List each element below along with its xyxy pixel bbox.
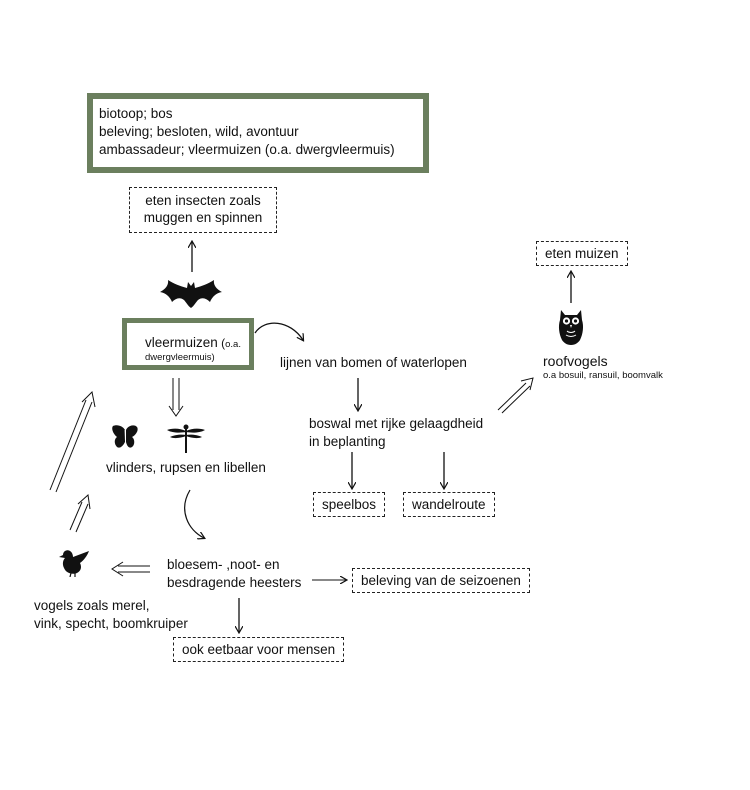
- boswal-line1: boswal met rijke gelaagdheid: [309, 416, 484, 431]
- bats-box-text: vleermuizen (o.a. dwergvleermuis): [145, 334, 241, 364]
- shrubs-line1: bloesem- ,noot- en: [167, 557, 280, 572]
- double-arrow-birds-up-long: [49, 390, 96, 493]
- ambassador-line: ambassadeur; vleermuizen (o.a. dwergvlee…: [99, 142, 395, 157]
- shrubs-line2: besdragende heesters: [167, 575, 302, 590]
- boswal-line2: in beplanting: [309, 434, 386, 449]
- double-arrow-boswal-to-raptors: [497, 377, 534, 414]
- bats-title: vleermuizen: [145, 335, 218, 350]
- arrow-butterflies-to-shrubs: [184, 489, 204, 538]
- dragonfly-icon: [167, 424, 205, 453]
- bats-sub2: dwergvleermuis): [145, 352, 215, 363]
- butterfly-icon: [112, 425, 138, 448]
- double-arrow-birds-up-short: [69, 494, 91, 533]
- bats-paren: (: [217, 336, 226, 350]
- insects-line1: eten insecten zoals: [145, 193, 261, 208]
- double-arrow-bats-to-insects: [168, 378, 184, 417]
- owl-icon: [558, 310, 584, 345]
- bats-sub1: o.a.: [225, 339, 241, 350]
- bats-box: [122, 318, 254, 370]
- walking-route-box: wandelroute: [403, 492, 495, 517]
- bird-icon: [59, 550, 89, 577]
- biotope-box-text: biotoop; bos beleving; besloten, wild, a…: [99, 105, 395, 159]
- arrow-bats-to-lines: [254, 322, 303, 340]
- insects-line2: muggen en spinnen: [143, 210, 263, 225]
- raptors-sub: o.a bosuil, ransuil, boomvalk: [543, 370, 663, 381]
- birds-text: vogels zoals merel, vink, specht, boomkr…: [34, 597, 188, 633]
- seasons-box: beleving van de seizoenen: [352, 568, 530, 593]
- insects-box: eten insecten zoals muggen en spinnen: [129, 187, 277, 233]
- biotope-box: [87, 93, 429, 173]
- biotope-line: biotoop; bos: [99, 106, 173, 121]
- birds-line2: vink, specht, boomkruiper: [34, 616, 188, 631]
- boswal-text: boswal met rijke gelaagdheid in beplanti…: [309, 415, 483, 451]
- edible-box: ook eetbaar voor mensen: [173, 637, 345, 662]
- experience-line: beleving; besloten, wild, avontuur: [99, 124, 299, 139]
- birds-line1: vogels zoals merel,: [34, 598, 150, 613]
- lines-label: lijnen van bomen of waterlopen: [280, 355, 467, 370]
- mice-box: eten muizen: [536, 241, 628, 266]
- playground-box: speelbos: [313, 492, 386, 517]
- double-arrow-shrubs-to-birds: [111, 561, 150, 577]
- bat-icon: [160, 280, 222, 308]
- raptors-text: roofvogels o.a bosuil, ransuil, boomvalk: [543, 352, 663, 382]
- butterflies-label: vlinders, rupsen en libellen: [106, 460, 266, 475]
- shrubs-text: bloesem- ,noot- en besdragende heesters: [167, 556, 301, 592]
- raptors-title: roofvogels: [543, 353, 608, 369]
